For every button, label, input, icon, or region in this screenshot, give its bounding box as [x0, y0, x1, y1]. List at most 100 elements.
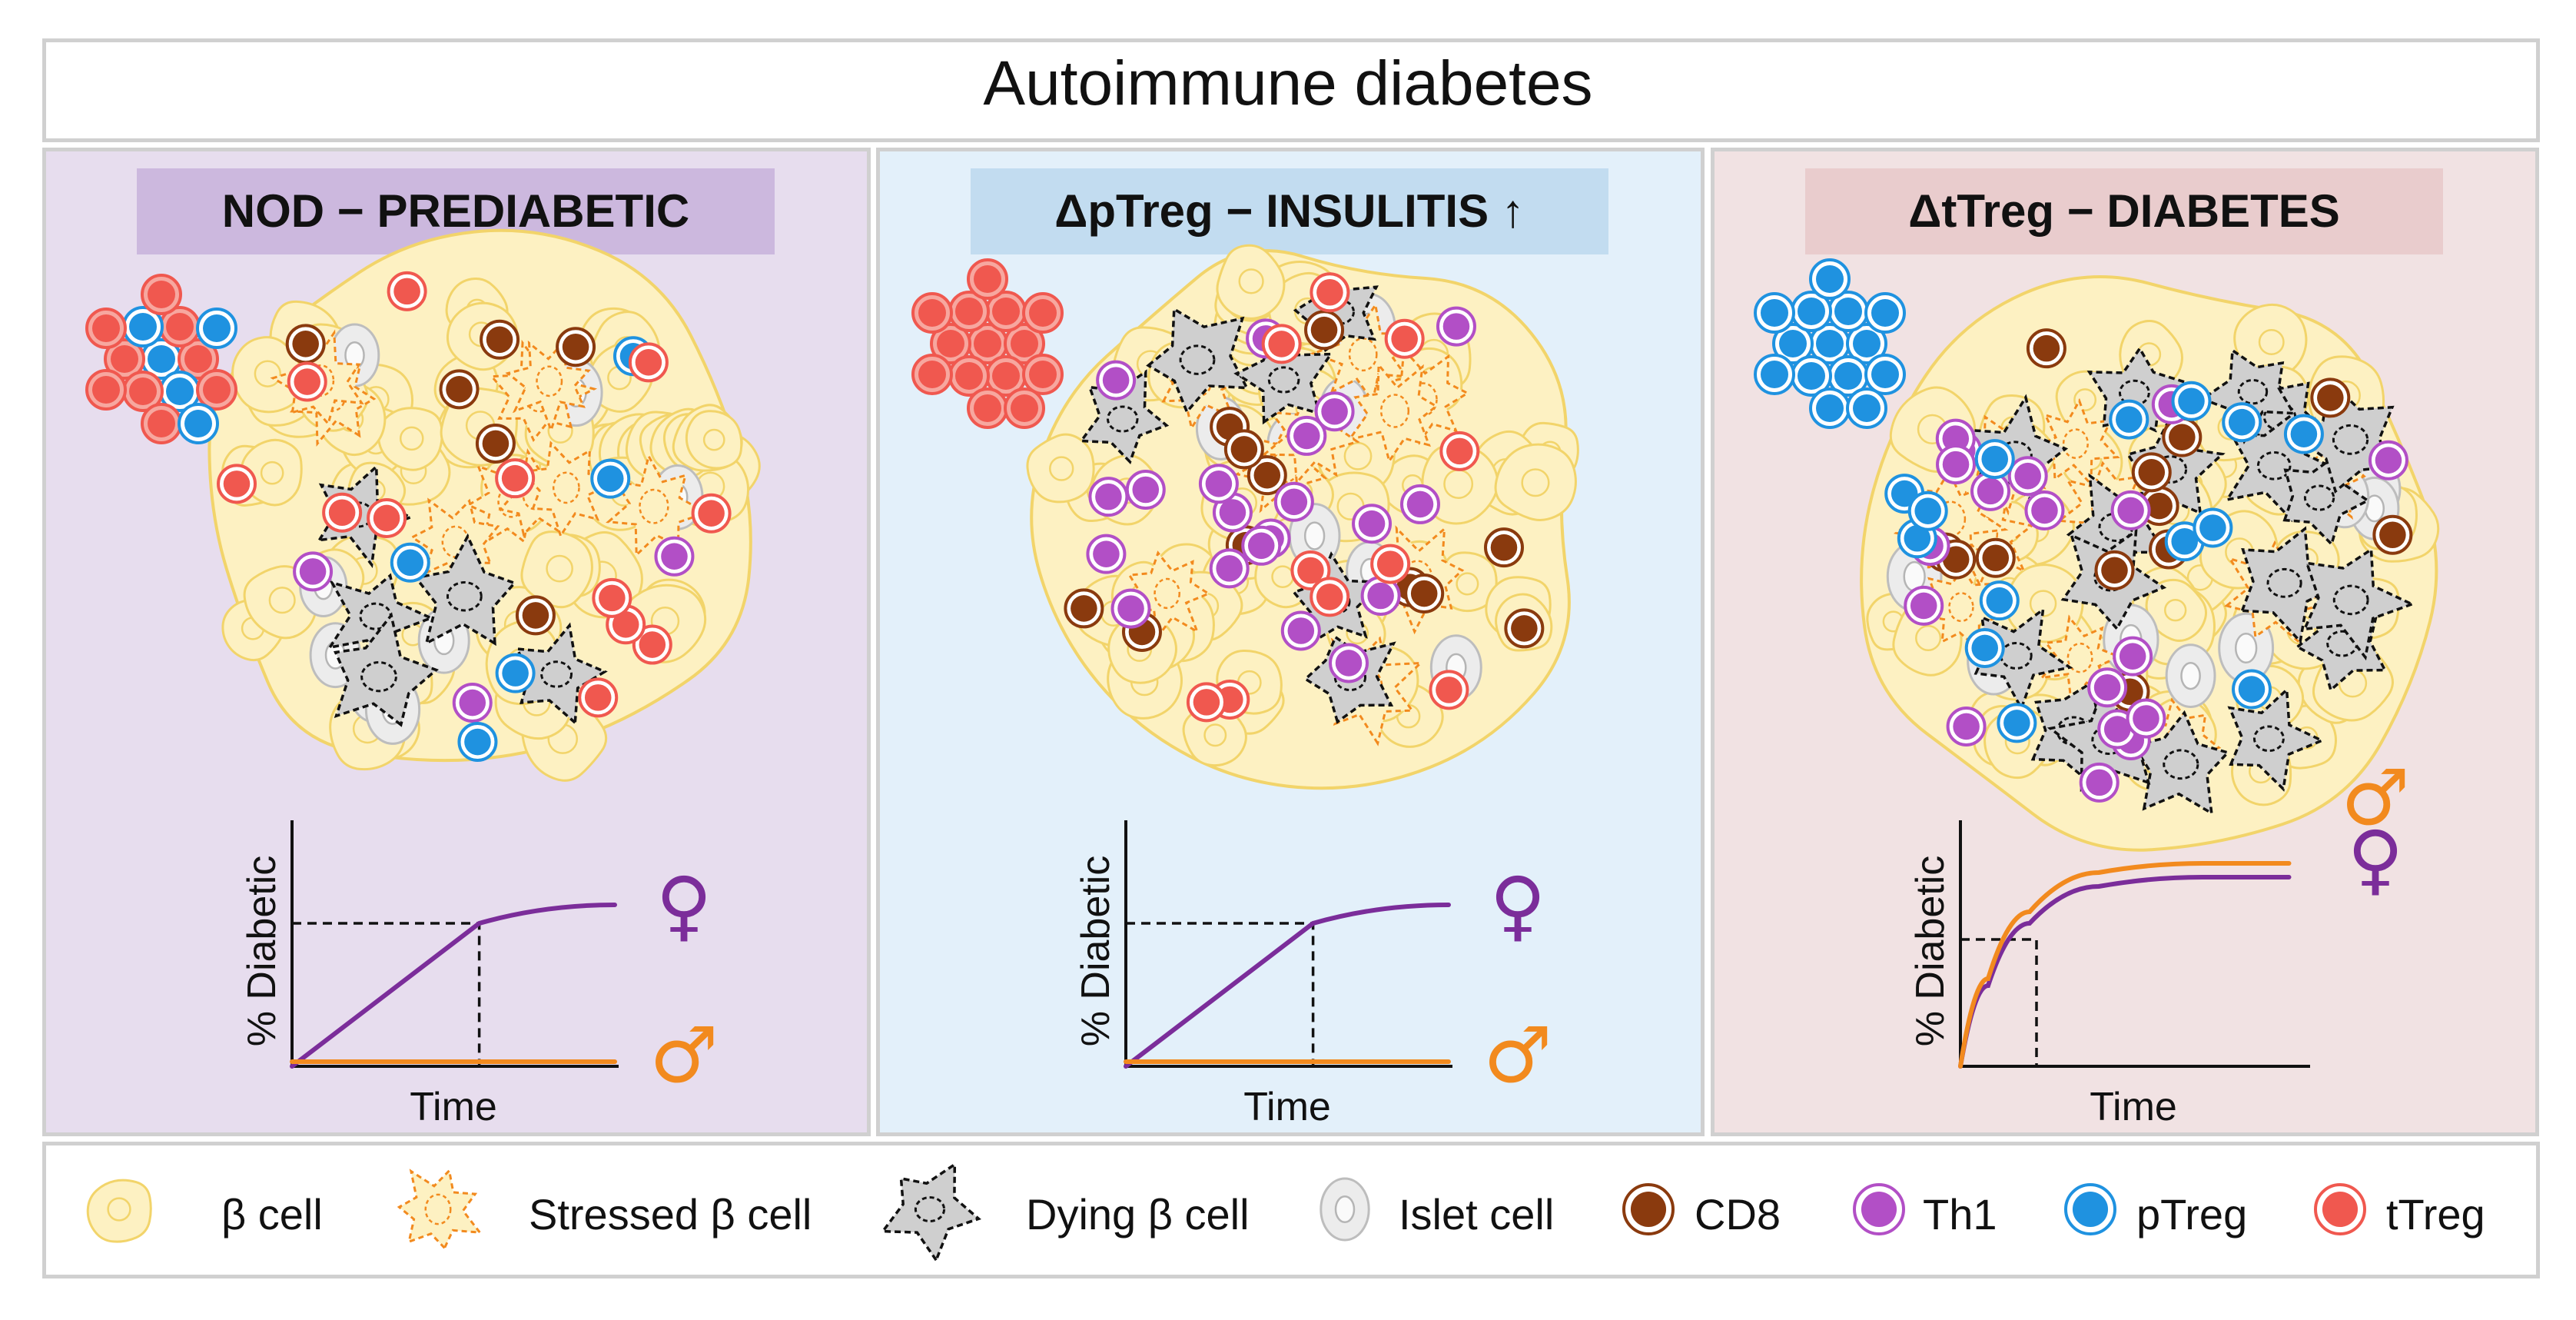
panel-nod-prediabetic: NOD − PREDIABETIC Time% Diabetic♀♂ — [42, 148, 871, 1136]
th1-cell — [1286, 415, 1327, 456]
ptreg-cell — [1907, 490, 1948, 531]
th1-cell — [1086, 534, 1127, 574]
stressed-beta-cell — [505, 333, 591, 434]
ptreg-cell — [590, 458, 631, 499]
ptreg-icon — [2064, 1183, 2116, 1235]
x-axis-label: Time — [410, 1085, 497, 1129]
ptreg-cell — [1827, 291, 1869, 332]
ttreg-cell — [930, 323, 971, 364]
cd8-t-cell — [1404, 574, 1445, 614]
ptreg-cell — [2222, 402, 2262, 443]
th1-cell — [1125, 470, 1166, 510]
cd8-t-cell — [2094, 550, 2135, 590]
th1-icon — [1853, 1183, 1905, 1235]
ptreg-cell — [457, 722, 498, 763]
cd8-t-cell — [285, 324, 326, 364]
th1-cell — [2110, 490, 2151, 530]
legend-label-stressed-beta-cell: Stressed β cell — [529, 1190, 812, 1239]
islet-illustration — [911, 244, 1579, 790]
ttreg-cell — [141, 274, 182, 315]
dying-beta-cell — [515, 622, 608, 726]
cd8-t-cell — [556, 327, 596, 367]
th1-cell — [1329, 643, 1369, 683]
stressed-beta-cell — [1127, 550, 1211, 641]
ptreg-cell — [1864, 354, 1906, 395]
ttreg-cell — [495, 458, 536, 499]
diabetes-incidence-chart: Time% Diabetic♀♂ — [240, 820, 719, 1129]
y-axis-label: % Diabetic — [1908, 856, 1953, 1047]
ptreg-cell — [1809, 387, 1851, 429]
ttreg-cell — [104, 338, 145, 380]
cd8-t-cell — [515, 595, 556, 636]
th1-cell — [1273, 481, 1314, 522]
stressed-beta-cell — [2026, 397, 2120, 487]
ttreg-cell — [967, 258, 1008, 300]
female-symbol: ♀ — [2347, 814, 2403, 904]
ttreg-cell — [911, 354, 953, 395]
beta-cell-icon — [86, 1179, 152, 1243]
cd8-t-cell — [475, 423, 516, 464]
stressed-beta-cell — [606, 453, 709, 558]
th1-cell — [1209, 548, 1250, 589]
cd8-t-cell — [1504, 608, 1545, 649]
stressed-beta-cell — [1346, 361, 1439, 464]
th1-cell — [2079, 762, 2120, 803]
ptreg-cell — [2283, 414, 2324, 454]
panel-ptreg-insulitis: ΔpTreg − INSULITIS ↑ Time% Diabetic♀♂ — [876, 148, 1705, 1136]
x-axis-label: Time — [1243, 1085, 1331, 1129]
ttreg-cell — [1261, 324, 1302, 364]
beta-cell — [1026, 433, 1095, 504]
diabetes-incidence-chart: Time% Diabetic♀♂ — [1074, 820, 1552, 1129]
th1-cell — [1314, 391, 1355, 432]
female-curve — [1124, 903, 1451, 1069]
ptreg-cell — [1754, 354, 1795, 395]
ptreg-cell — [2193, 507, 2233, 548]
th1-cell — [1352, 504, 1393, 544]
beta-cell — [1494, 443, 1577, 521]
legend-label-beta-cell: β cell — [221, 1190, 323, 1239]
male-symbol: ♂ — [2341, 753, 2410, 843]
legend-label-dying-beta-cell: Dying β cell — [1026, 1190, 1250, 1239]
ttreg-cell — [628, 342, 669, 383]
islet — [1026, 244, 1579, 790]
dying-beta-cell — [413, 533, 517, 647]
islet-illustration — [1754, 258, 2440, 852]
title-box — [42, 38, 2540, 142]
th1-cell — [1096, 360, 1137, 401]
ttreg-cell — [967, 387, 1008, 429]
legend-label-th1: Th1 — [1923, 1190, 1997, 1239]
th1-cell — [2368, 440, 2408, 480]
dying-beta-cell — [2199, 347, 2296, 445]
ttreg-cell — [1429, 670, 1469, 710]
th1-cell — [1241, 525, 1282, 566]
female-symbol: ♀ — [656, 860, 712, 950]
th1-cell — [2113, 636, 2153, 677]
y-axis-label: % Diabetic — [1074, 856, 1118, 1047]
cd8-t-cell — [480, 319, 520, 360]
legend-label-islet-cell: Islet cell — [1399, 1190, 1555, 1239]
th1-cell — [2007, 456, 2048, 497]
dying-beta-cell — [2282, 453, 2371, 547]
panel-ttreg-diabetes: ΔtTreg − DIABETES Time% Diabetic♀♂ — [1711, 148, 2539, 1136]
ttreg-cell — [578, 677, 619, 718]
ttreg-cell — [985, 355, 1027, 397]
th1-cell — [1110, 588, 1151, 629]
th1-cell — [1399, 484, 1440, 524]
male-curve — [1958, 860, 2292, 1069]
beta-cell — [520, 530, 593, 609]
treg-cluster — [1754, 258, 1906, 429]
ptreg-cell — [1974, 439, 2015, 480]
ttreg-cell — [592, 577, 632, 618]
treg-cluster — [911, 258, 1064, 429]
ttreg-cell — [85, 369, 127, 411]
cd8-t-cell — [1975, 537, 2016, 578]
ttreg-cell — [1439, 431, 1480, 471]
islet-illustration — [85, 228, 761, 782]
figure-title: Autoimmune diabetes — [983, 48, 1593, 118]
reference-line — [1960, 938, 2038, 1066]
y-axis-label: % Diabetic — [240, 856, 284, 1047]
ptreg-cell — [1809, 323, 1851, 364]
ttreg-cell — [287, 361, 327, 402]
ptreg-cell — [1846, 387, 1887, 429]
cd8-t-cell — [2162, 417, 2203, 457]
